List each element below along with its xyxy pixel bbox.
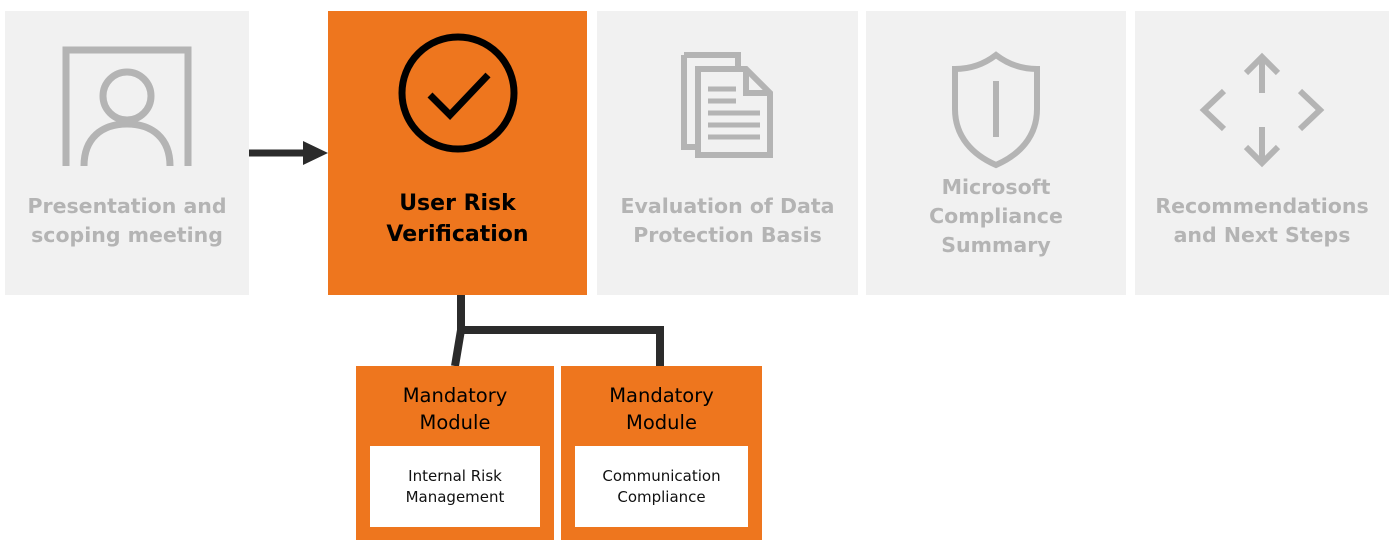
module-communication-compliance: Mandatory Module Communication Complianc…: [561, 366, 762, 540]
step-evaluation-data-protection: Evaluation of Data Protection Basis: [597, 11, 858, 295]
step-label: Presentation and scoping meeting: [27, 194, 227, 247]
person-icon: [5, 46, 249, 171]
step-label: Evaluation of Data Protection Basis: [620, 194, 835, 247]
documents-icon: [597, 49, 858, 174]
step-microsoft-compliance-summary: Microsoft Compliance Summary: [866, 11, 1126, 295]
step-user-risk-verification: User Risk Verification: [328, 11, 587, 295]
module-body-text: Internal Risk Management: [405, 466, 505, 506]
move-arrows-icon: [1135, 51, 1389, 176]
module-internal-risk-management: Mandatory Module Internal Risk Managemen…: [356, 366, 554, 540]
module-title: Mandatory Module: [402, 384, 508, 434]
step-label: Recommendations and Next Steps: [1155, 194, 1369, 247]
module-connector: [451, 295, 664, 367]
step-arrow: [249, 141, 328, 165]
module-body: Communication Compliance: [575, 446, 748, 527]
step-label: Microsoft Compliance Summary: [929, 175, 1063, 257]
module-body: Internal Risk Management: [370, 446, 540, 527]
step-recommendations-next-steps: Recommendations and Next Steps: [1135, 11, 1389, 295]
step-label: User Risk Verification: [386, 191, 529, 247]
step-presentation-scoping: Presentation and scoping meeting: [5, 11, 249, 295]
shield-icon: [866, 51, 1126, 176]
module-body-text: Communication Compliance: [602, 466, 721, 506]
checkmark-circle-icon: [328, 29, 587, 154]
module-title: Mandatory Module: [609, 384, 714, 434]
